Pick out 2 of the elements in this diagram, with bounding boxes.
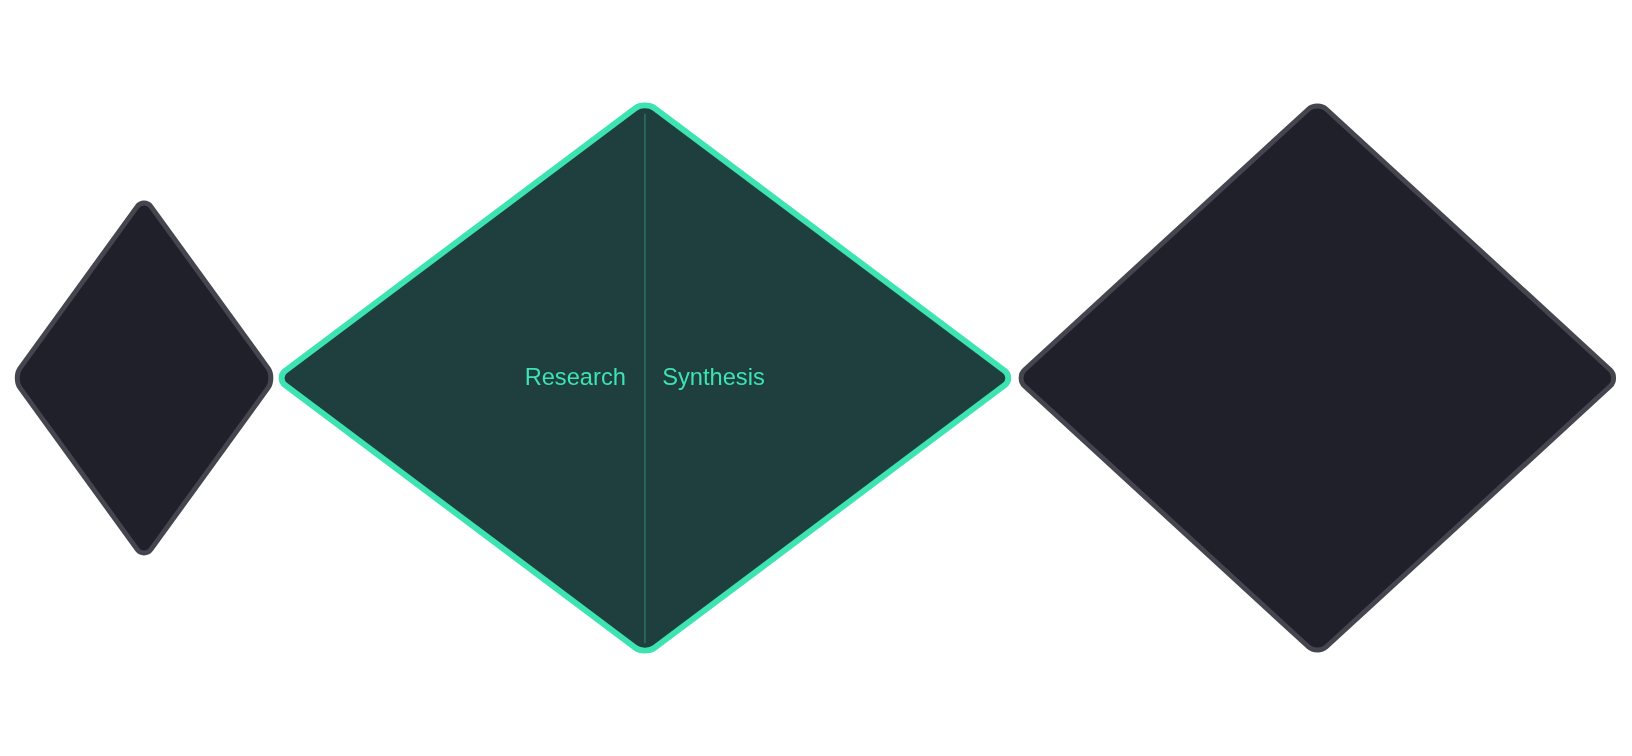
node-diamond [1018, 103, 1617, 653]
node-diamond [14, 200, 274, 556]
